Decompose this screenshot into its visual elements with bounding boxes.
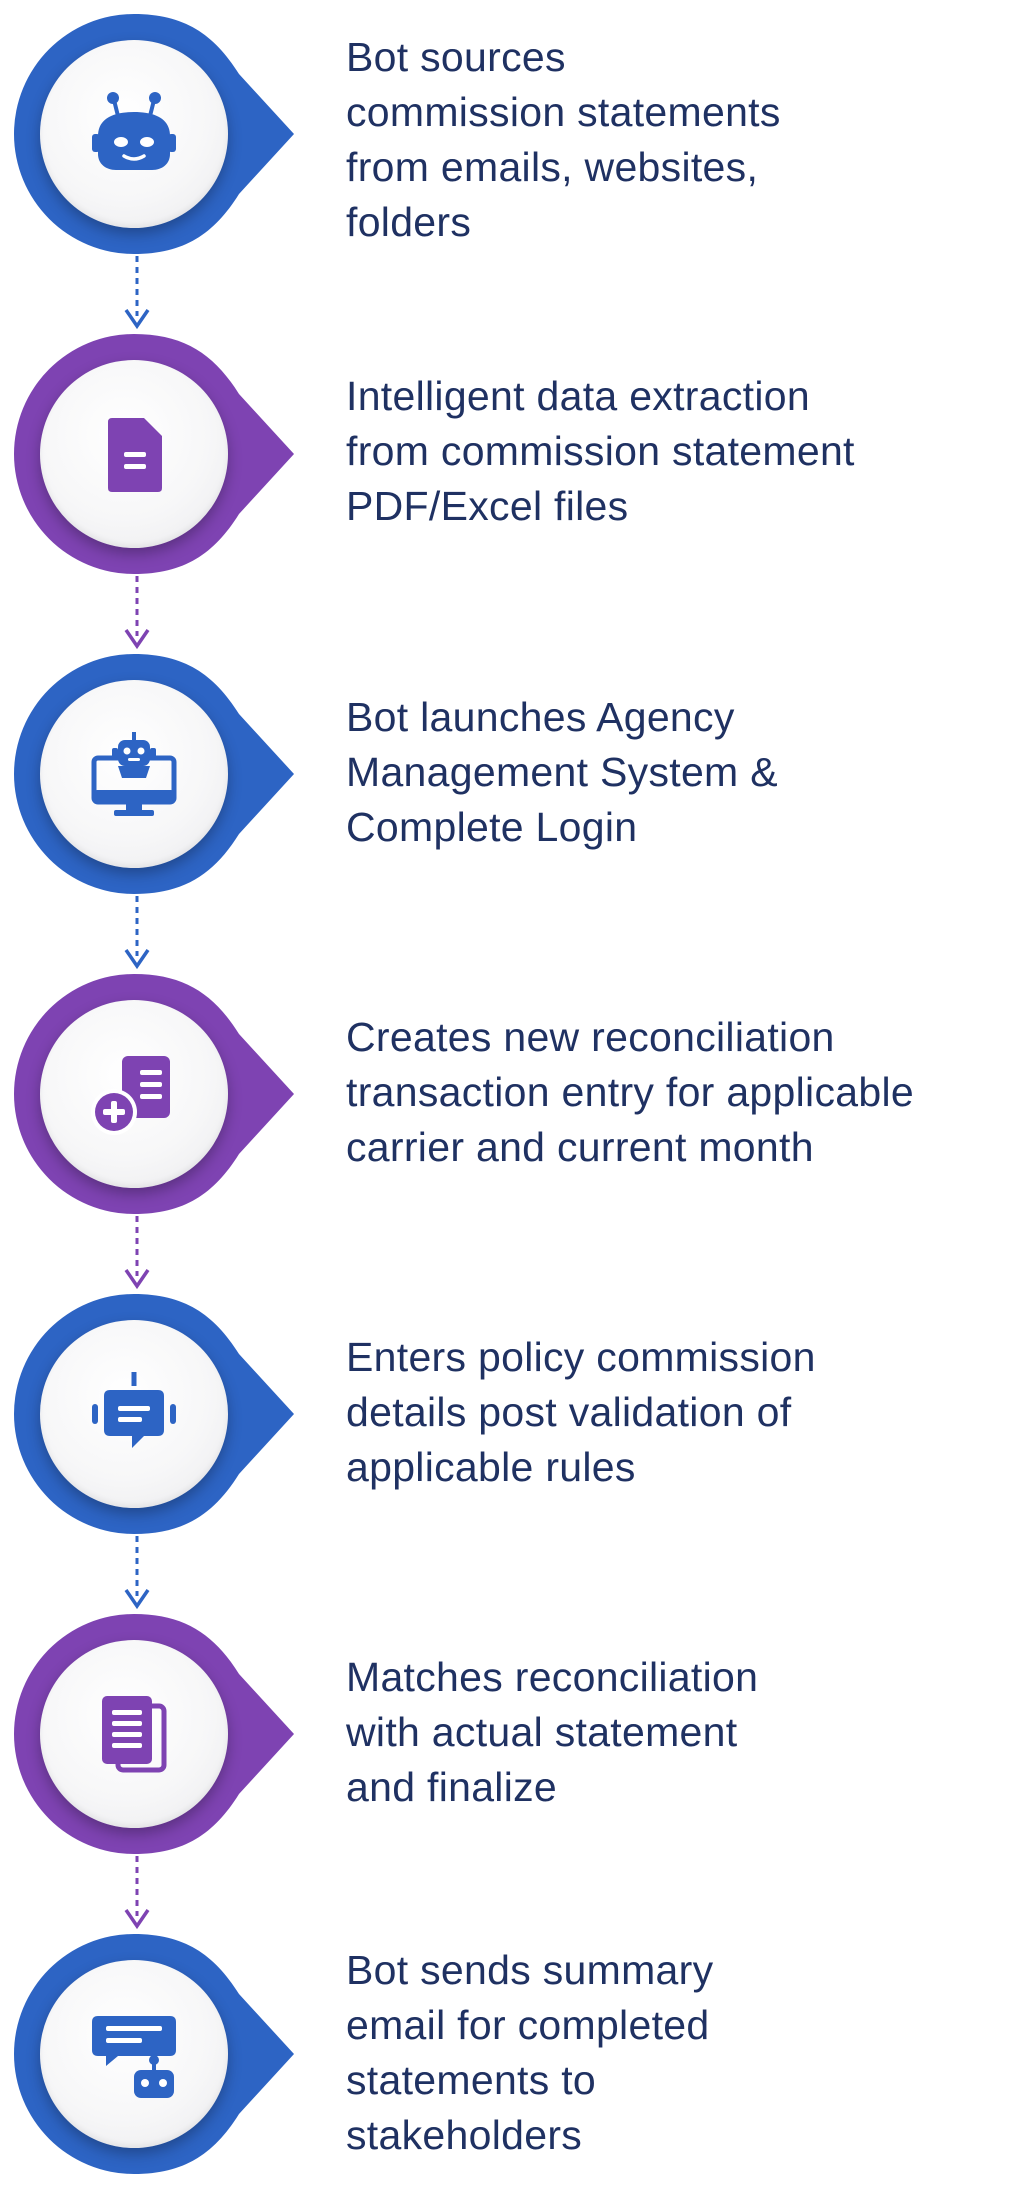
step-1-text: Bot sources commission statements from e…	[346, 34, 781, 245]
bot-computer-icon	[88, 728, 180, 820]
step-2-badge	[14, 334, 294, 574]
connector-5-6	[122, 1534, 152, 1614]
connector-6-7	[122, 1854, 152, 1934]
step-7: Bot sends summary email for completed st…	[0, 1934, 1025, 2174]
step-4-badge	[14, 974, 294, 1214]
connector-1-2	[122, 254, 152, 334]
connector-3-4	[122, 894, 152, 974]
step-3: Bot launches Agency Management System & …	[0, 654, 1025, 894]
step-3-text: Bot launches Agency Management System & …	[346, 694, 778, 850]
bot-message-icon	[88, 2008, 180, 2100]
step-2-text: Intelligent data extraction from commiss…	[346, 373, 855, 529]
step-6: Matches reconciliation with actual state…	[0, 1614, 1025, 1854]
step-3-badge	[14, 654, 294, 894]
document-icon	[88, 408, 180, 500]
chatbot-icon	[88, 1368, 180, 1460]
step-6-text: Matches reconciliation with actual state…	[346, 1654, 759, 1810]
documents-stack-icon	[88, 1688, 180, 1780]
step-6-badge	[14, 1614, 294, 1854]
connector-2-3	[122, 574, 152, 654]
step-4: Creates new reconciliation transaction e…	[0, 974, 1025, 1214]
step-5-text: Enters policy commission details post va…	[346, 1334, 816, 1490]
step-7-text: Bot sends summary email for completed st…	[346, 1947, 714, 2158]
connector-4-5	[122, 1214, 152, 1294]
step-1: Bot sources commission statements from e…	[0, 14, 1025, 254]
robot-head-icon	[88, 88, 180, 180]
step-7-badge	[14, 1934, 294, 2174]
step-4-text: Creates new reconciliation transaction e…	[346, 1014, 914, 1170]
step-5: Enters policy commission details post va…	[0, 1294, 1025, 1534]
step-1-badge	[14, 14, 294, 254]
step-2: Intelligent data extraction from commiss…	[0, 334, 1025, 574]
add-document-icon	[88, 1048, 180, 1140]
step-5-badge	[14, 1294, 294, 1534]
